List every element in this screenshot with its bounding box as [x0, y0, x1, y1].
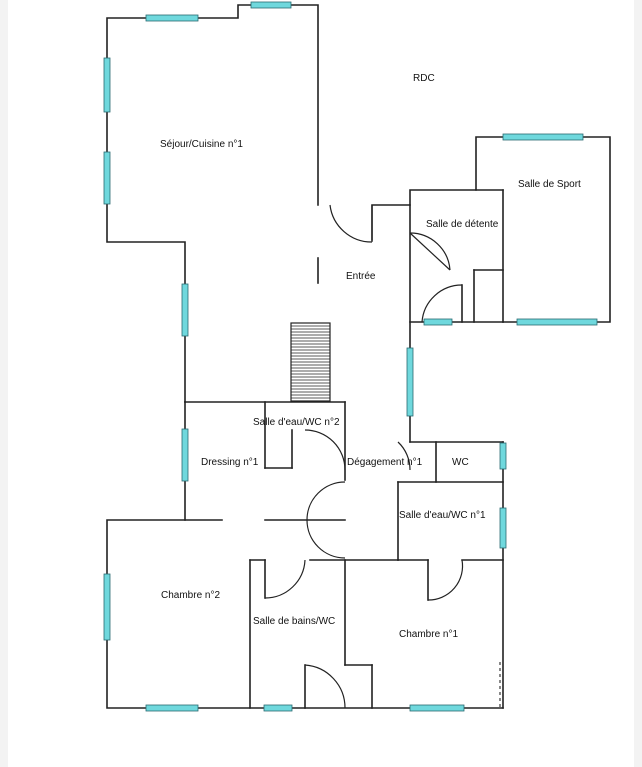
room-label-sejour: Séjour/Cuisine n°1 [160, 139, 243, 150]
window-sport-bottom [516, 318, 598, 326]
window-dressing [181, 428, 189, 482]
staircase [290, 322, 331, 402]
door-chambre-swing [306, 481, 346, 559]
room-label-degagement: Dégagement n°1 [347, 457, 423, 468]
doors [264, 204, 464, 709]
room-label-salle-eau-1: Salle d'eau/WC n°1 [399, 510, 486, 521]
window-wc [499, 442, 507, 470]
window-sport-top [502, 133, 584, 141]
window-sejour-top-2 [250, 1, 292, 9]
door-chambre-1-swing [427, 559, 464, 601]
room-label-sport: Salle de Sport [518, 179, 581, 190]
window-bains-south [263, 704, 293, 712]
room-label-detente: Salle de détente [426, 219, 499, 230]
window-chambre-2-west [103, 573, 111, 641]
wall-sejour-outline [106, 4, 319, 403]
right-frame-margin [634, 0, 642, 767]
window-entree-east [406, 347, 414, 417]
door-bains-cabinet-swing [304, 664, 346, 709]
window-sejour-west-2 [103, 151, 111, 205]
door-entree-swing [329, 204, 373, 243]
door-detente-inner-swing [421, 284, 463, 323]
room-label-bains: Salle de bains/WC [253, 616, 335, 627]
door-salle-eau-2-swing [304, 429, 346, 471]
stair-treads [291, 325, 330, 399]
window-chambre-1-south [409, 704, 465, 712]
walls [106, 4, 611, 709]
door-detente-leaf [409, 232, 451, 271]
window-sejour-west-1 [103, 57, 111, 113]
room-label-wc: WC [452, 457, 469, 468]
window-detente-bottom [423, 318, 453, 326]
window-sejour-south [181, 283, 189, 337]
window-salle-eau-1 [499, 507, 507, 549]
door-bains-swing [264, 559, 306, 599]
window-sejour-top-1 [145, 14, 199, 22]
room-label-chambre-1: Chambre n°1 [399, 629, 458, 640]
window-chambre-2-south [145, 704, 199, 712]
room-label-dressing: Dressing n°1 [201, 457, 259, 468]
door-degagement-swing [397, 441, 411, 471]
door-detente-swing [409, 232, 451, 271]
room-label-entree: Entrée [346, 271, 376, 282]
left-frame-margin [0, 0, 8, 767]
labels: RDC Séjour/Cuisine n°1 Salle de Sport Sa… [160, 73, 581, 640]
windows [103, 1, 598, 712]
room-label-chambre-2: Chambre n°2 [161, 590, 220, 601]
level-label: RDC [413, 73, 435, 84]
room-label-salle-eau-2: Salle d'eau/WC n°2 [253, 417, 340, 428]
